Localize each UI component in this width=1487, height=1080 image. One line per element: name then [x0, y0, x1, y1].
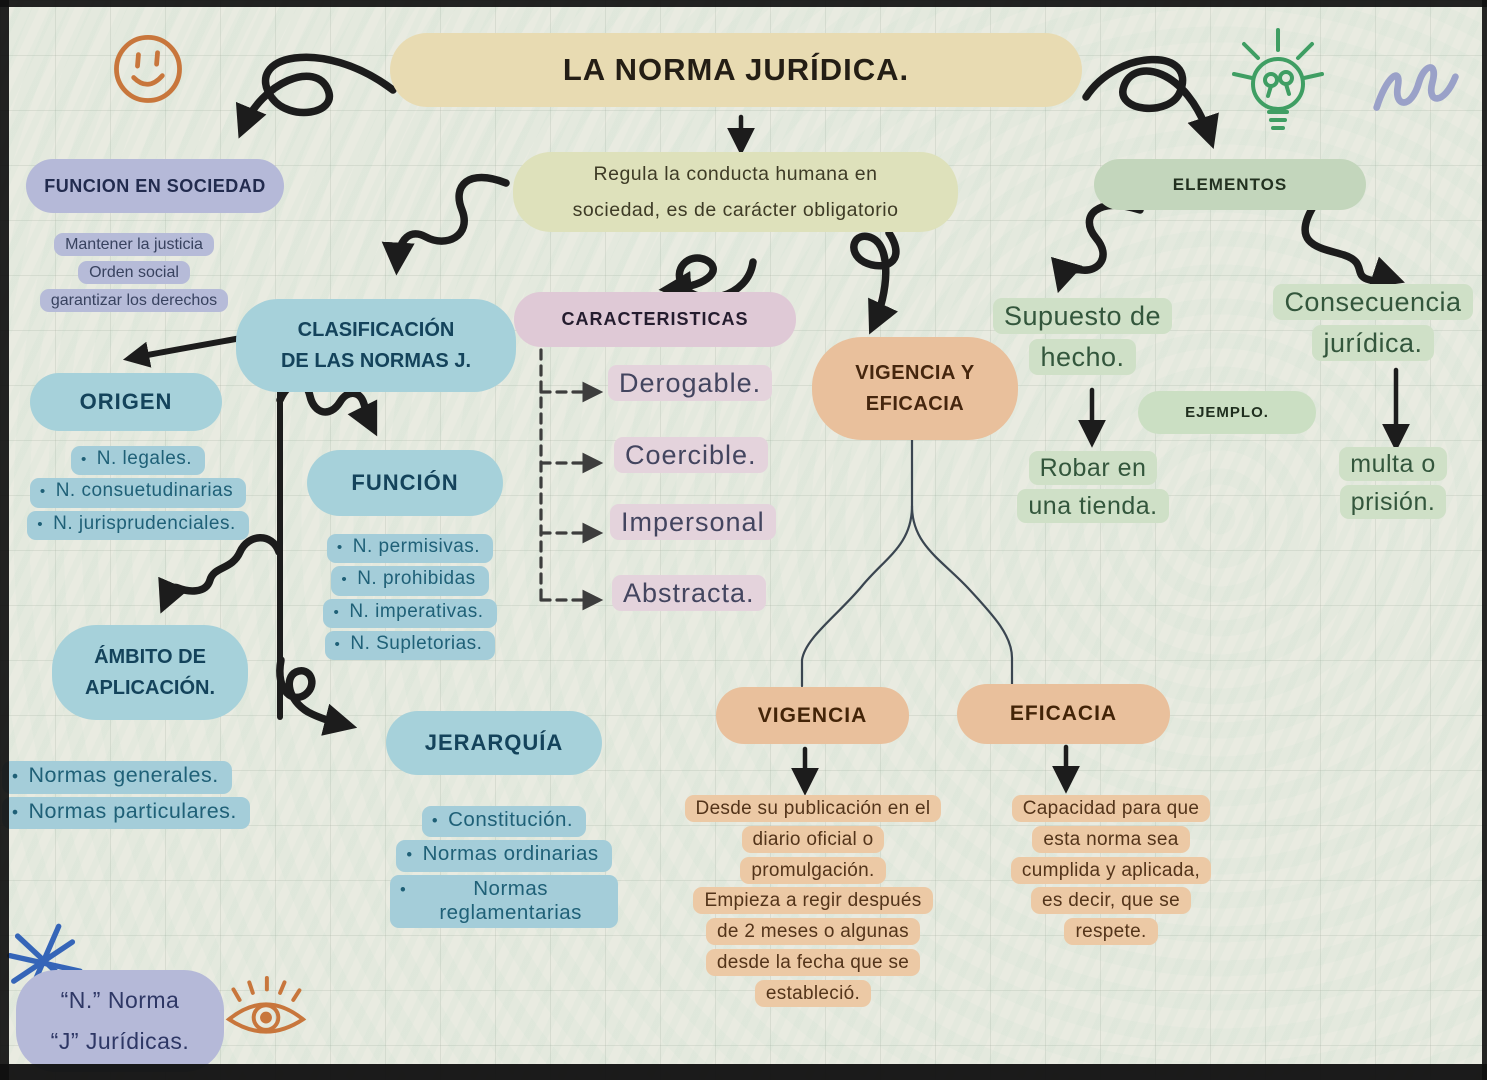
funcion-list: •N. permisivas.•N. prohibidas•N. imperat…: [298, 534, 522, 661]
node-vigencia-eficacia: VIGENCIA Y EFICACIA: [812, 337, 1018, 440]
screen-edge-bottom: [0, 1064, 1487, 1080]
list-item: •N. prohibidas: [331, 566, 489, 596]
list-item: •N. imperativas.: [323, 598, 497, 628]
list-item: •N. Supletorias.: [324, 630, 496, 661]
node-jerarquia: JERARQUÍA: [386, 711, 602, 775]
list-item: •N. permisivas.: [326, 534, 494, 564]
screen-edge-top: [0, 0, 1487, 7]
pen-scribble-icon: [1373, 64, 1459, 111]
node-clasificacion: CLASIFICACIÓN DE LAS NORMAS J.: [236, 299, 516, 392]
lightbulb-icon: [1232, 28, 1324, 130]
eye-icon: [225, 975, 307, 1034]
note-vigencia: Desde su publicación en el diario oficia…: [658, 794, 968, 1009]
node-consecuencia-juridica: Consecuencia jurídica.: [1262, 282, 1484, 363]
node-multa-o-prision: multa o prisión.: [1318, 446, 1468, 521]
note-eficacia: Capacidad para que esta norma sea cumpli…: [980, 794, 1242, 948]
caracteristica-impersonal: Impersonal: [610, 504, 776, 540]
smiley-face-icon: [114, 35, 182, 103]
node-robar-en-una-tienda: Robar en una tienda.: [998, 450, 1188, 525]
caracteristica-derogable: Derogable.: [608, 365, 773, 401]
list-item: •N. consuetudinarias: [29, 478, 247, 508]
list-item: •Normas particulares.: [2, 796, 250, 830]
node-supuesto-de-hecho: Supuesto de hecho.: [975, 296, 1190, 377]
node-ejemplo: EJEMPLO.: [1138, 391, 1316, 434]
node-vigencia: VIGENCIA: [716, 687, 909, 744]
node-elementos: ELEMENTOS: [1094, 159, 1366, 210]
node-eficacia: EFICACIA: [957, 684, 1170, 744]
screen-edge-right: [1482, 0, 1487, 1080]
node-funcion: FUNCIÓN: [307, 450, 503, 516]
origen-list: •N. legales.•N. consuetudinarias•N. juri…: [4, 446, 272, 540]
node-caracteristicas: CARACTERISTICAS: [514, 292, 796, 347]
note-funcion-en-sociedad: Mantener la justicia Orden social garant…: [8, 231, 260, 315]
legend-abbreviations: “N.” Norma “J” Jurídicas.: [16, 970, 224, 1072]
list-item: •Normas reglamentarias: [390, 874, 618, 928]
caracteristica-abstracta: Abstracta.: [612, 575, 766, 611]
list-item: •Normas ordinarias: [396, 840, 612, 872]
jerarquia-list: •Constitución.•Normas ordinarias•Normas …: [390, 806, 618, 928]
node-origen: ORIGEN: [30, 373, 222, 431]
ambito-list: •Normas generales.•Normas particulares.: [2, 761, 332, 830]
caracteristica-coercible: Coercible.: [614, 437, 768, 473]
list-item: •N. legales.: [70, 446, 206, 476]
list-item: •Normas generales.: [2, 761, 232, 794]
screen-edge-left: [0, 0, 9, 1080]
node-funcion-en-sociedad: FUNCION EN SOCIEDAD: [26, 159, 284, 213]
node-title: LA NORMA JURÍDICA.: [390, 33, 1082, 107]
node-ambito-aplicacion: ÁMBITO DE APLICACIÓN.: [52, 625, 248, 720]
node-definition: Regula la conducta humana en sociedad, e…: [513, 152, 958, 232]
list-item: •Constitución.: [421, 806, 587, 838]
list-item: •N. jurisprudenciales.: [27, 510, 249, 540]
